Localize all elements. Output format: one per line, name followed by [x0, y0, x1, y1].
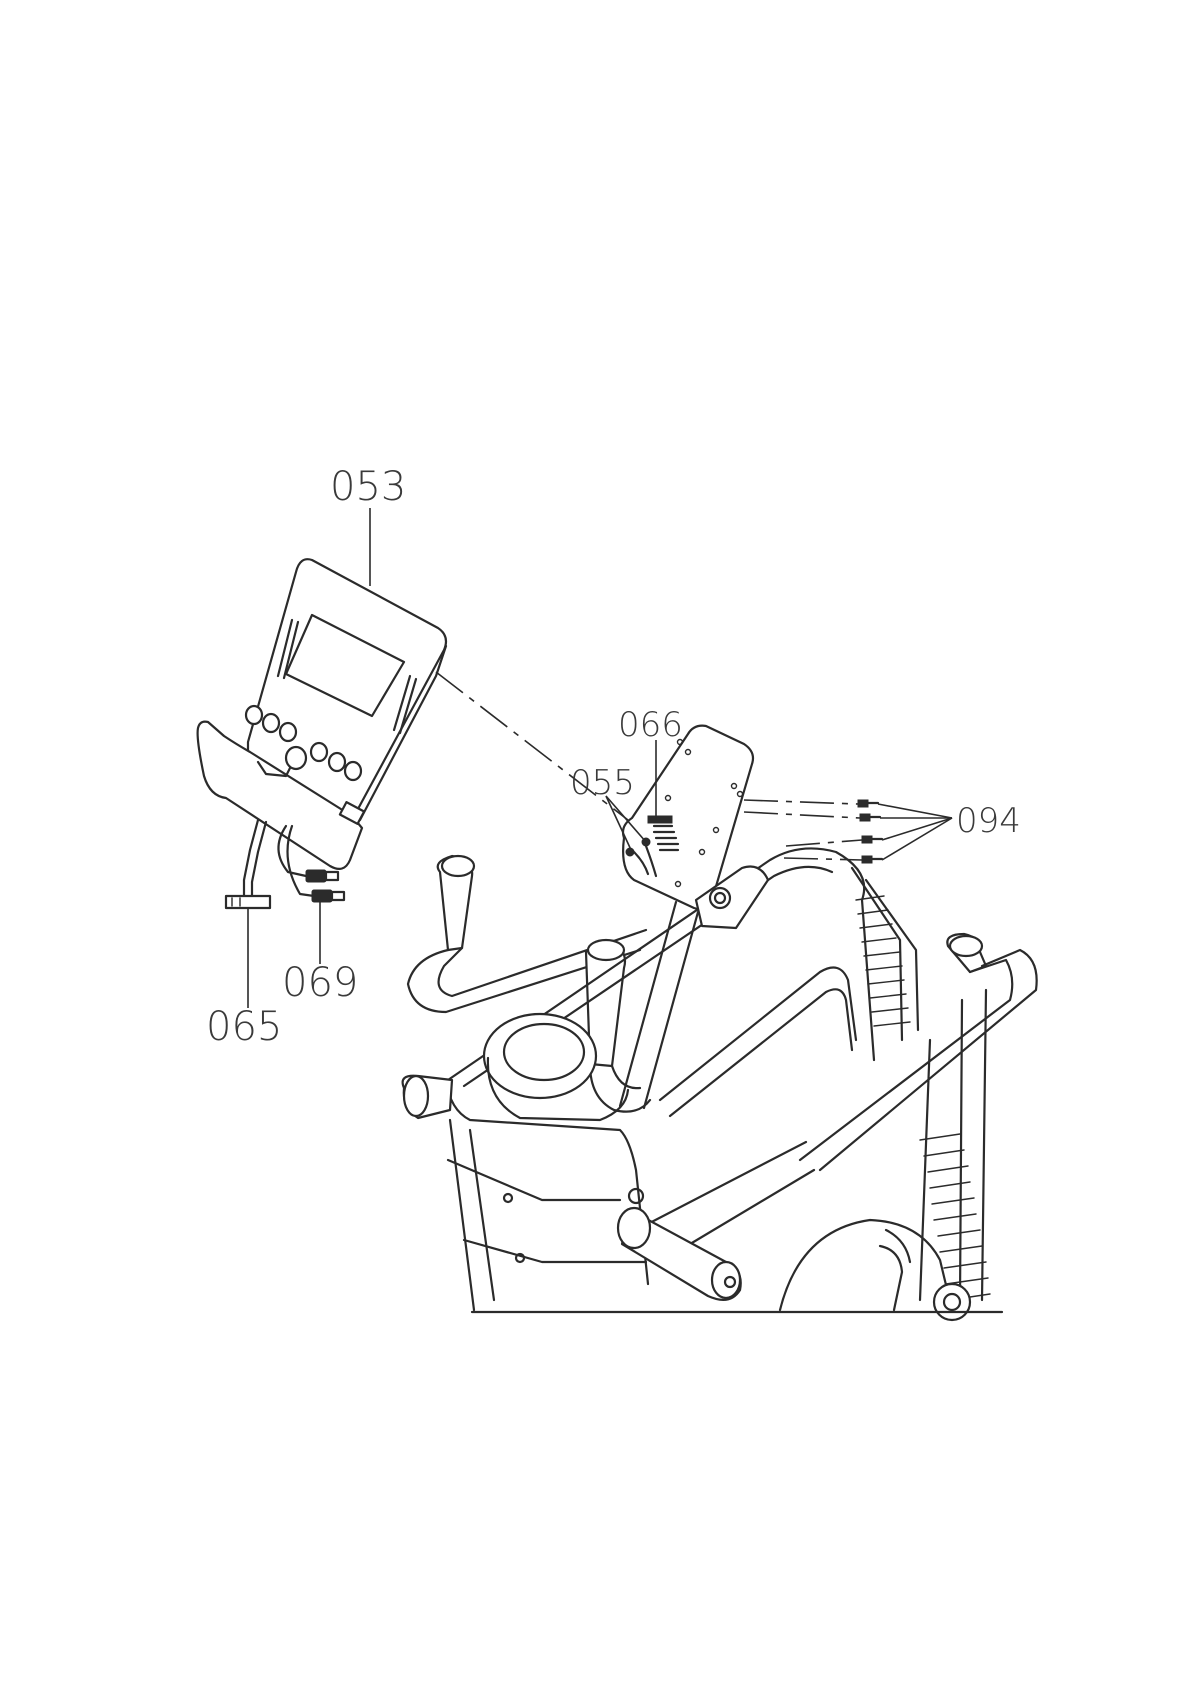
label-094: 094 [956, 801, 1021, 841]
elliptical-frame [403, 848, 1037, 1320]
label-066: 066 [618, 705, 683, 745]
label-065: 065 [206, 1004, 282, 1050]
label-053: 053 [330, 464, 406, 510]
console-assembly [198, 559, 446, 908]
bolts-094 [858, 800, 882, 863]
label-069: 069 [282, 960, 358, 1006]
label-055: 055 [570, 763, 635, 803]
